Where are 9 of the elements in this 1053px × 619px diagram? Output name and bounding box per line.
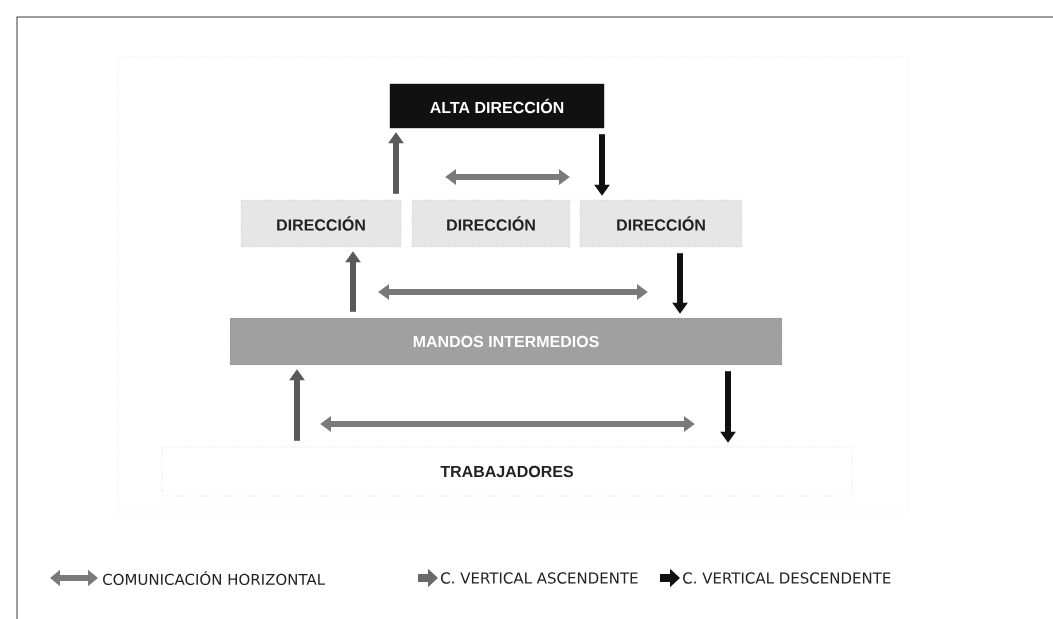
level-box: DIRECCIÓN <box>579 199 743 248</box>
level-box: DIRECCIÓN <box>240 199 402 248</box>
level-box: TRABAJADORES <box>161 446 853 497</box>
level-box: ALTA DIRECCIÓN <box>389 83 605 129</box>
legend-text: C. VERTICAL ASCENDENTE <box>441 572 638 584</box>
level-box: MANDOS INTERMEDIOS <box>229 317 783 366</box>
legend-text: COMUNICACIÓN HORIZONTAL <box>103 570 325 586</box>
legend-text: C. VERTICAL DESCENDENTE <box>683 572 891 584</box>
level-box: DIRECCIÓN <box>411 199 571 248</box>
